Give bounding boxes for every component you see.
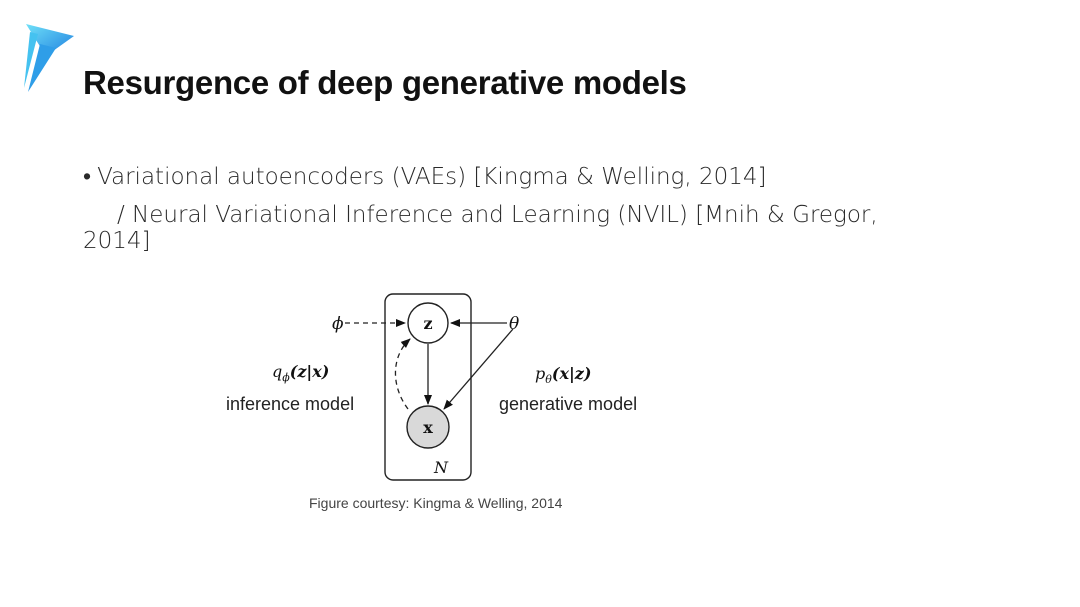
phi-label: ϕ — [332, 314, 344, 334]
generative-formula: pθ(x|z) — [535, 364, 591, 386]
theta-label: θ — [509, 314, 519, 334]
logo-wing-left — [24, 32, 38, 88]
slide-title: Resurgence of deep generative models — [83, 64, 687, 101]
bullet-line-1: •Variational autoencoders (VAEs) [Kingma… — [83, 160, 983, 194]
inference-formula: qϕ(z|x) — [272, 362, 329, 384]
generative-formula-args: (x|z) — [552, 364, 592, 383]
graphical-model-diagram: z x N ϕ θ qϕ(z|x) inference model pθ(x|z… — [226, 293, 637, 481]
bullet-marker: • — [83, 164, 92, 190]
theta-to-x-edge — [443, 328, 514, 410]
inference-model-label: inference model — [226, 394, 354, 414]
inference-formula-sub: ϕ — [282, 371, 290, 384]
node-z — [407, 302, 449, 344]
plate-label: N — [433, 458, 449, 477]
figure-caption: Figure courtesy: Kingma & Welling, 2014 — [309, 495, 563, 511]
bullet-text-1: Variational autoencoders (VAEs) [Kingma … — [97, 164, 767, 190]
generative-formula-sub: θ — [545, 373, 552, 386]
logo-icon — [24, 24, 74, 92]
generative-model-label: generative model — [499, 394, 637, 414]
logo-wing-top — [26, 24, 74, 56]
node-z-label: z — [423, 314, 432, 333]
x-to-z-inference-edge — [394, 338, 411, 410]
node-x-label: x — [423, 418, 433, 437]
generative-formula-p: p — [535, 364, 545, 383]
logo-wing-mid — [28, 44, 56, 92]
plate — [384, 293, 472, 481]
bullet-line-3: 2014] — [83, 228, 151, 254]
bullet-line-2: / Neural Variational Inference and Learn… — [117, 202, 878, 228]
node-x — [406, 405, 450, 449]
inference-formula-q: q — [272, 362, 282, 381]
inference-formula-args: (z|x) — [290, 362, 330, 381]
bullet-block: •Variational autoencoders (VAEs) [Kingma… — [83, 160, 983, 258]
